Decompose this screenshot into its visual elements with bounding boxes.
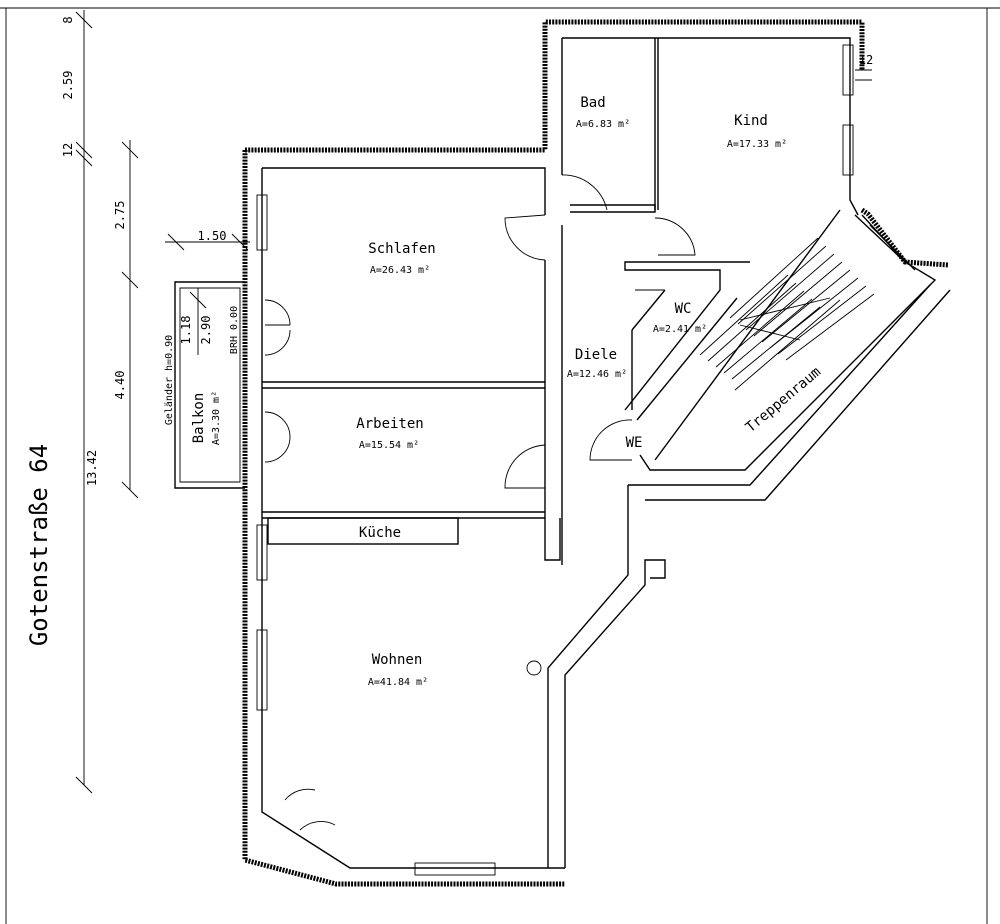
dim-8: 8 — [61, 16, 75, 23]
room-name-we: WE — [626, 435, 643, 451]
dim-1-18: 1.18 — [179, 316, 193, 345]
room-area-diele: A=12.46 m² — [567, 369, 627, 380]
dim-2-59: 2.59 — [61, 71, 75, 100]
room-name-schlafen: Schlafen — [368, 241, 435, 257]
room-name-treppenraum: Treppenraum — [743, 364, 824, 436]
dim-13-42: 13.42 — [85, 450, 99, 486]
apartment-walls — [261, 37, 951, 869]
room-area-schlafen: A=26.43 m² — [370, 265, 430, 276]
room-area-kind: A=17.33 m² — [727, 139, 787, 150]
dim-1-50: 1.50 — [198, 229, 227, 243]
room-name-bad: Bad — [580, 95, 605, 111]
room-name-diele: Diele — [575, 347, 617, 363]
room-area-arbeiten: A=15.54 m² — [359, 440, 419, 451]
room-area-wohnen: A=41.84 m² — [368, 677, 428, 688]
room-name-arbeiten: Arbeiten — [356, 416, 423, 432]
room-name-wohnen: Wohnen — [372, 652, 423, 668]
dim-4-40: 4.40 — [113, 371, 127, 400]
stair-steps — [699, 237, 875, 391]
dim-2-90: 2.90 — [199, 316, 213, 345]
room-name-wc: WC — [675, 301, 692, 317]
drawing-frame — [0, 7, 1000, 924]
room-name-kind: Kind — [734, 113, 768, 129]
room-name-kueche: Küche — [359, 525, 401, 541]
exterior-walls — [242, 19, 949, 887]
street-name: Gotenstraße 64 — [25, 444, 53, 646]
room-area-balkon: A=3.30 m² — [211, 391, 222, 445]
room-area-bad: A=6.83 m² — [576, 119, 630, 130]
gelaender-note: Geländer h=0.90 — [164, 335, 175, 425]
dim-2-75: 2.75 — [113, 201, 127, 230]
windows — [256, 44, 854, 876]
room-area-wc: A=2.41 m² — [653, 324, 707, 335]
balcony-outline — [174, 281, 245, 489]
room-name-balkon: Balkon — [191, 393, 207, 444]
dimension-lines — [75, 10, 872, 794]
brh-note: BRH 0.00 — [229, 306, 240, 354]
dim-12-left: 12 — [61, 143, 75, 157]
dim-12-right: 12 — [859, 53, 873, 67]
door-swings — [264, 174, 696, 831]
